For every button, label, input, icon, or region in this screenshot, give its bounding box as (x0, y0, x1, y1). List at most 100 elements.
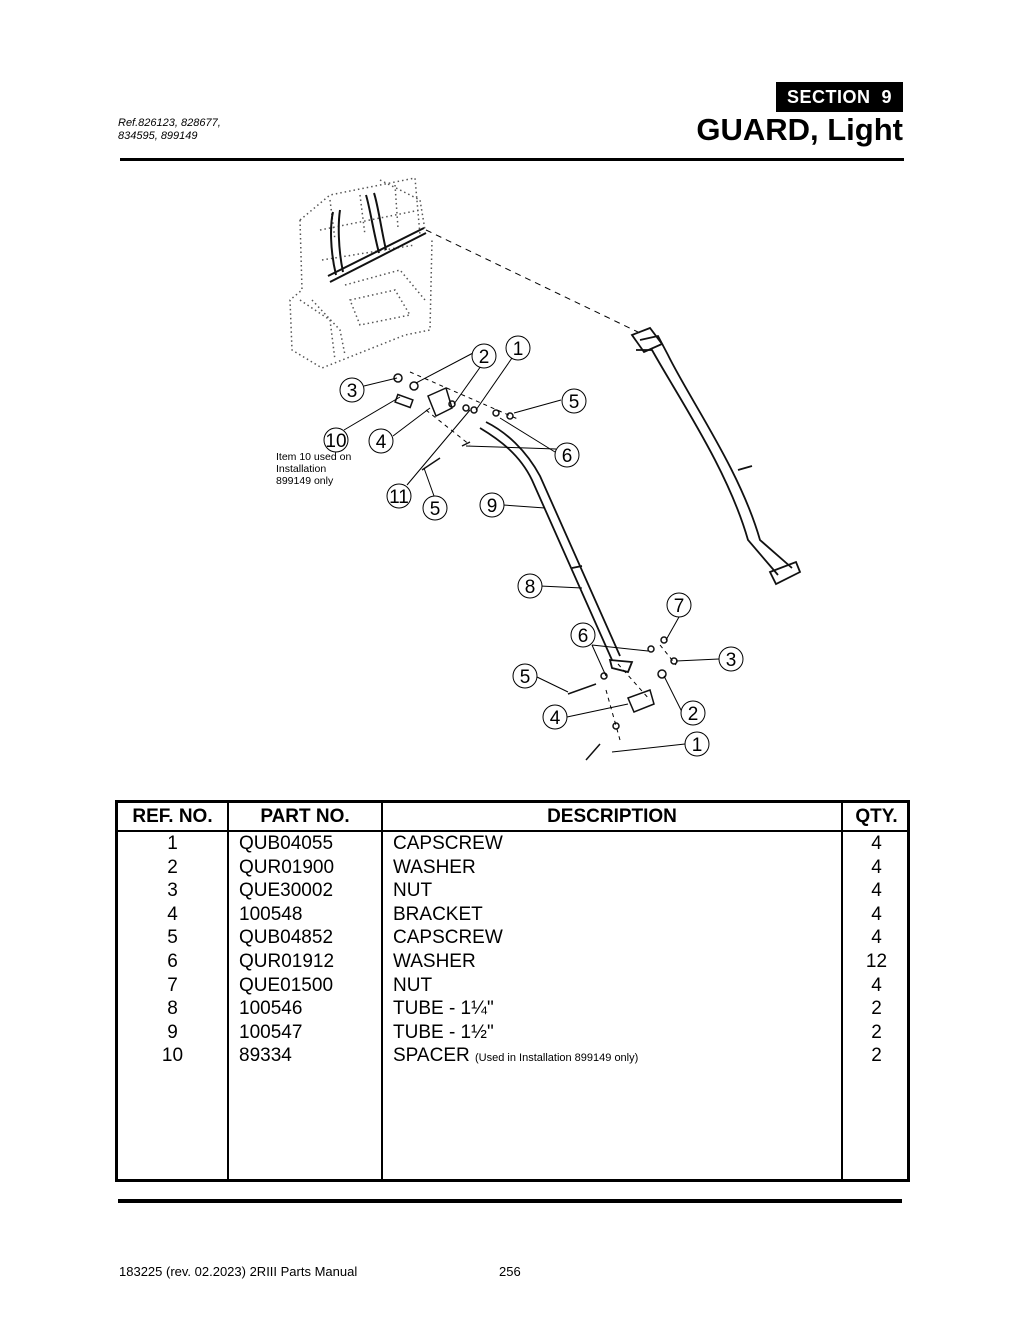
table-cell-qty: 2 (871, 1045, 882, 1067)
part-column: QUB04055 QUR01900 QUE30002 100548 QUB048… (239, 832, 379, 1068)
svg-text:3: 3 (726, 650, 737, 671)
callout-3-lower: 3 (718, 646, 744, 672)
svg-text:3: 3 (347, 381, 358, 402)
header-rule (118, 830, 907, 832)
table-cell-ref: 10 (161, 1045, 184, 1067)
table-cell-ref: 3 (167, 880, 178, 902)
svg-text:6: 6 (578, 626, 589, 647)
svg-text:7: 7 (674, 596, 685, 617)
svg-text:5: 5 (520, 667, 531, 688)
table-cell-ref: 6 (167, 950, 178, 972)
svg-text:4: 4 (376, 432, 387, 453)
callout-10: 10 (323, 427, 349, 453)
table-cell-part: QUB04055 (239, 833, 334, 854)
qty-column: 4 4 4 4 4 12 4 2 2 2 (843, 832, 910, 1068)
table-cell-ref: 9 (167, 1021, 178, 1043)
column-divider (841, 803, 843, 1179)
footer-page-number: 256 (499, 1264, 521, 1279)
table-cell-qty: 4 (871, 856, 882, 878)
callout-4-upper: 4 (368, 428, 394, 454)
table-cell-part: QUB04852 (239, 927, 334, 949)
header-part-no: PART NO. (260, 806, 350, 827)
table-cell-qty: 2 (871, 1021, 882, 1043)
svg-text:5: 5 (430, 499, 441, 520)
svg-text:9: 9 (487, 496, 498, 517)
table-cell-ref: 7 (167, 974, 178, 996)
footer-rule (118, 1199, 902, 1203)
page-title: GUARD, Light (696, 112, 903, 147)
alignment-lines (409, 371, 677, 741)
header-description: DESCRIPTION (547, 806, 677, 827)
svg-text:2: 2 (688, 704, 699, 725)
section-number: 9 (881, 87, 893, 107)
description-note: (Used in Installation 899149 only) (475, 1052, 639, 1065)
table-cell-ref: 2 (167, 856, 178, 878)
table-cell-qty: 12 (865, 950, 888, 972)
table-cell-qty: 4 (871, 833, 882, 854)
table-cell-part: QUE30002 (239, 880, 334, 902)
header-ref-no: REF. NO. (132, 806, 213, 827)
svg-text:6: 6 (562, 446, 573, 467)
callout-11: 11 (386, 483, 412, 509)
svg-text:2: 2 (479, 347, 490, 368)
table-cell-qty: 4 (871, 974, 882, 996)
callout-2-lower: 2 (680, 700, 706, 726)
reference-line-2: 834595, 899149 (118, 130, 198, 142)
table-cell-part: 100548 (239, 903, 303, 925)
column-divider (381, 803, 383, 1179)
footer-manual: 183225 (rev. 02.2023) 2RIII Parts Manual (119, 1264, 358, 1279)
callout-5-upper-left: 5 (422, 495, 448, 521)
svg-text:4: 4 (550, 708, 561, 729)
note-line-3: 899149 only (276, 475, 334, 487)
callout-1-upper: 1 (505, 335, 531, 361)
reference-numbers: Ref.826123, 828677, 834595, 899149 (118, 117, 318, 143)
callout-7: 7 (666, 592, 692, 618)
callout-2-upper: 2 (471, 343, 497, 369)
table-cell-part: QUE01500 (239, 974, 334, 996)
callout-5-lower: 5 (512, 663, 538, 689)
callout-6-lower: 6 (570, 622, 596, 648)
callout-4-lower: 4 (542, 704, 568, 730)
table-cell-description: BRACKET (393, 903, 483, 925)
table-cell-description: CAPSCREW (393, 927, 503, 949)
diagram-note: Item 10 used on Installation 899149 only (276, 451, 351, 487)
table-cell-qty: 4 (871, 927, 882, 949)
table-cell-description: NUT (393, 974, 433, 996)
table-cell-part: 89334 (239, 1045, 292, 1067)
table-cell-description: WASHER (393, 950, 476, 972)
callout-5-upper-right: 5 (561, 388, 587, 414)
table-cell-description: TUBE - 1¼" (393, 998, 494, 1020)
callout-9: 9 (479, 492, 505, 518)
table-cell-description: TUBE - 1½" (393, 1021, 494, 1043)
callout-3-upper: 3 (339, 377, 365, 403)
header-rule (120, 158, 904, 161)
table-cell-description: NUT (393, 880, 433, 902)
callout-1-lower: 1 (684, 731, 710, 757)
note-line-1: Item 10 used on (276, 451, 351, 463)
svg-text:10: 10 (325, 431, 346, 452)
table-cell-description: SPACER (Used in Installation 899149 only… (393, 1045, 639, 1067)
exploded-parts-diagram: 1 2 3 10 4 5 6 11 5 9 8 7 6 3 5 4 2 1 It… (276, 177, 802, 761)
table-cell-part: 100547 (239, 1021, 303, 1043)
table-cell-qty: 4 (871, 880, 882, 902)
table-cell-description: WASHER (393, 856, 476, 878)
reference-line-1: Ref.826123, 828677, (118, 117, 221, 129)
svg-text:11: 11 (389, 487, 409, 508)
right-tube (630, 326, 802, 586)
table-cell-part: QUR01900 (239, 856, 335, 878)
upper-hardware (393, 373, 514, 471)
svg-text:1: 1 (513, 339, 524, 360)
table-cell-part: 100546 (239, 998, 303, 1020)
center-tube (479, 421, 634, 674)
table-cell-ref: 8 (167, 998, 178, 1020)
table-cell-description: CAPSCREW (393, 833, 503, 854)
callouts: 1 2 3 10 4 5 6 11 5 9 8 7 6 3 5 4 2 1 (323, 335, 744, 757)
svg-text:5: 5 (569, 392, 580, 413)
table-cell-ref: 4 (167, 903, 178, 925)
svg-text:1: 1 (692, 735, 703, 756)
section-label: SECTION (786, 87, 871, 107)
machine-outline (289, 177, 433, 369)
ref-column: 1 2 3 4 5 6 7 8 9 10 (118, 832, 227, 1068)
header-qty: QTY. (855, 806, 898, 827)
section-badge: SECTION 9 (776, 82, 903, 112)
